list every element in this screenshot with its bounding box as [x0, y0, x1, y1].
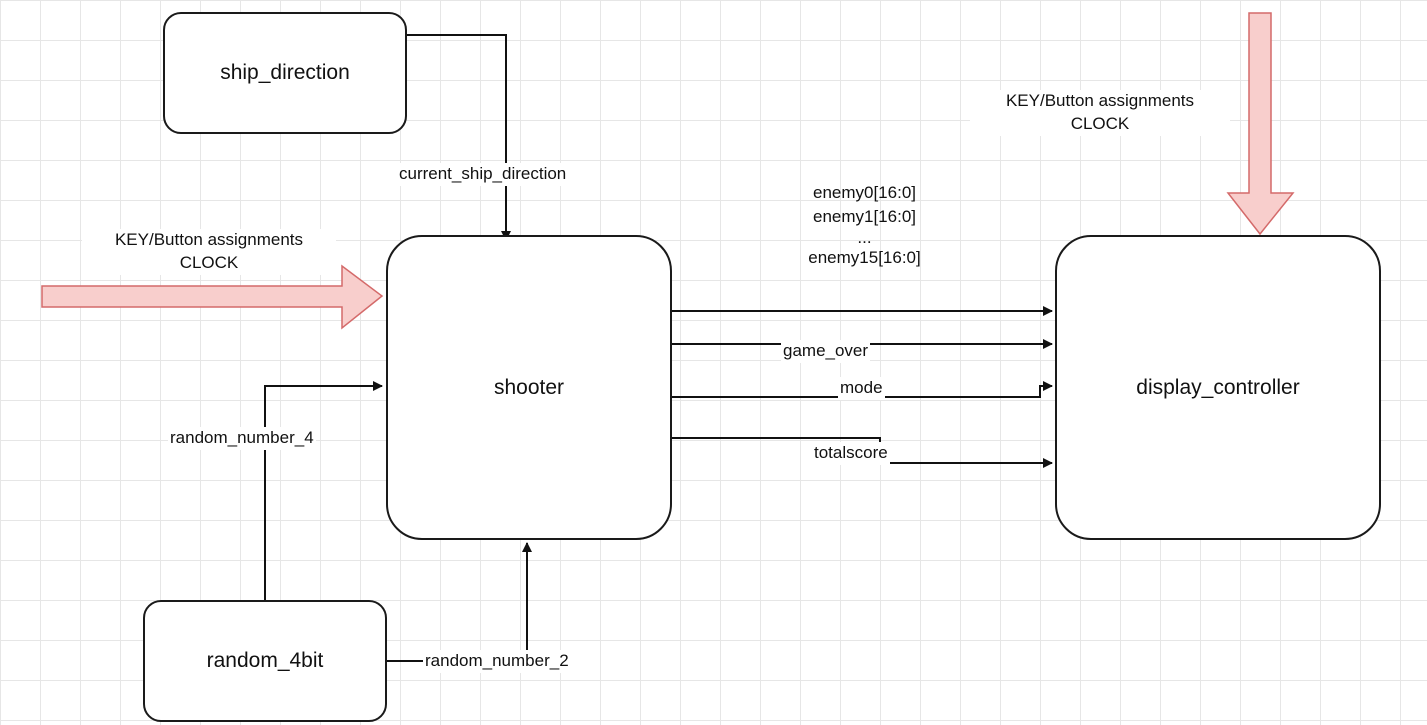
label-key-right-line1: KEY/Button assignments [1005, 91, 1195, 110]
label-key-left-line2: CLOCK [179, 252, 239, 272]
label-totalscore: totalscore [812, 442, 890, 465]
label-mode: mode [838, 377, 885, 400]
label-enemy-ellipsis: ... [857, 227, 872, 247]
input-arrow-left [41, 264, 384, 330]
wire-current-ship-direction [406, 34, 511, 241]
label-current-ship-direction: current_ship_direction [397, 163, 569, 186]
label-key-left-line1: KEY/Button assignments [114, 230, 304, 249]
block-random-4bit: random_4bit [143, 600, 387, 722]
label-key-assignments-left: KEY/Button assignments CLOCK [82, 229, 336, 275]
label-enemy15: enemy15[16:0] [808, 247, 921, 267]
block-shooter: shooter [386, 235, 672, 540]
input-arrow-top [1226, 12, 1295, 236]
block-ship-direction: ship_direction [163, 12, 407, 134]
label-random-number-4: random_number_4 [168, 427, 316, 450]
label-enemy1: enemy1[16:0] [812, 206, 916, 226]
label-random-number-2: random_number_2 [423, 650, 571, 673]
wire-random-number-2 [387, 542, 532, 662]
block-display-controller: display_controller [1055, 235, 1381, 540]
wire-random-number-4 [264, 381, 383, 600]
label-enemy-buses: enemy0[16:0] enemy1[16:0] ... enemy15[16… [780, 181, 949, 269]
label-key-right-line2: CLOCK [1070, 113, 1130, 133]
label-game-over: game_over [781, 340, 871, 363]
label-enemy0: enemy0[16:0] [812, 183, 916, 202]
label-key-assignments-right: KEY/Button assignments CLOCK [970, 90, 1230, 136]
